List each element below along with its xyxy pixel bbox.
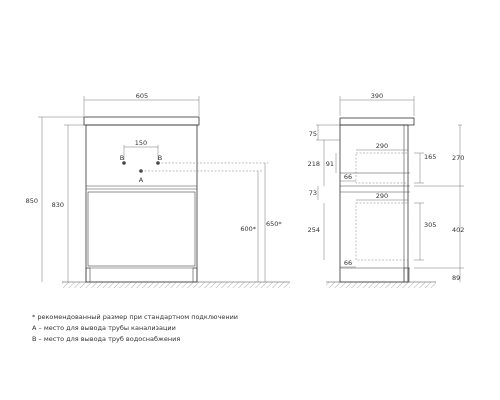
front-view: 605 150 B B A 850 830 bbox=[26, 92, 290, 288]
side-lower-right-label: 402 bbox=[452, 226, 464, 234]
side-upper-group-label: 218 bbox=[308, 160, 320, 168]
supply-pipe-left bbox=[122, 161, 126, 165]
note-drain-pipe: А – место для вывода трубы канализации bbox=[32, 324, 176, 332]
side-upper-drawer bbox=[355, 152, 409, 184]
side-upper-inner-label: 91 bbox=[326, 160, 334, 168]
front-left-leg bbox=[85, 267, 91, 283]
side-shelf-width-top-label: 290 bbox=[376, 142, 388, 150]
side-leg-label: 89 bbox=[452, 274, 460, 282]
side-floor-hatch bbox=[326, 282, 436, 288]
body-height-label: 830 bbox=[52, 201, 64, 209]
side-upper-right-label: 270 bbox=[452, 154, 464, 162]
notes-block: * рекомендованный размер при стандартном… bbox=[32, 312, 238, 345]
pipe-a-label: A bbox=[139, 176, 144, 184]
side-lower-drawer bbox=[355, 202, 409, 261]
side-upper-drawer-height-label: 165 bbox=[424, 153, 436, 161]
front-countertop bbox=[83, 116, 200, 126]
front-floor-hatch bbox=[62, 282, 290, 288]
side-mid-gap-label: 73 bbox=[309, 189, 317, 197]
supply-height-label: 650* bbox=[266, 220, 282, 228]
side-view: 390 75 218 91 73 254 290 bbox=[308, 92, 464, 288]
pipe-b-left-label: B bbox=[120, 154, 124, 162]
pipe-b-right-label: B bbox=[158, 154, 162, 162]
total-height-label: 850 bbox=[26, 197, 38, 205]
side-lower-drawer-height-label: 305 bbox=[424, 221, 436, 229]
pipe-spacing-label: 150 bbox=[135, 139, 147, 147]
side-top-gap-label: 75 bbox=[309, 130, 317, 138]
side-countertop bbox=[339, 117, 415, 126]
front-right-leg bbox=[192, 267, 198, 283]
side-offset-top-label: 66 bbox=[344, 173, 352, 181]
drain-height-label: 600* bbox=[240, 225, 256, 233]
side-shelf-width-bottom-label: 290 bbox=[376, 192, 388, 200]
side-offset-bottom-label: 66 bbox=[344, 259, 352, 267]
front-width-label: 605 bbox=[136, 92, 148, 100]
side-lower-inner-label: 254 bbox=[308, 226, 320, 234]
front-cabinet-body bbox=[85, 124, 198, 283]
note-supply-pipes: В – место для вывода труб водоснабжения bbox=[32, 335, 181, 343]
front-drawer bbox=[87, 191, 196, 267]
side-depth-label: 390 bbox=[371, 92, 383, 100]
note-recommended-size: * рекомендованный размер при стандартном… bbox=[32, 313, 239, 321]
